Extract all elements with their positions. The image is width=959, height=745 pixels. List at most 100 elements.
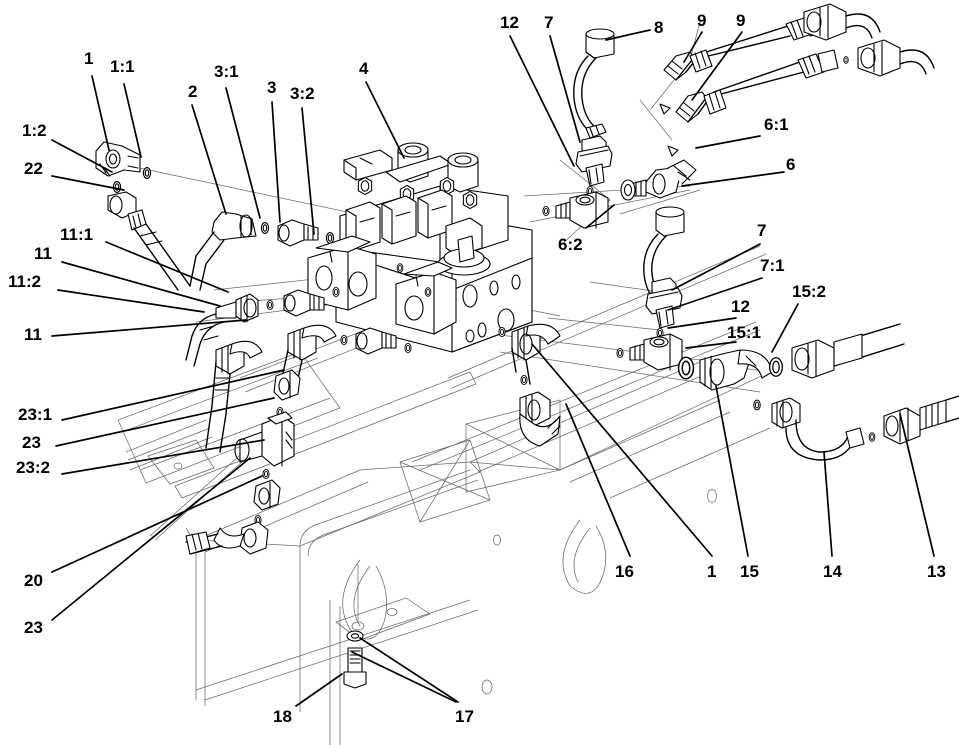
callout-label-9-b: 9: [736, 11, 746, 30]
callout-label-14: 14: [823, 562, 842, 581]
connector-cap-icon: [573, 28, 615, 139]
o-ring-icon: [262, 468, 270, 480]
elbow-fitting-icon: [699, 349, 773, 391]
o-ring-icon: [753, 399, 761, 411]
o-ring-icon: [520, 374, 528, 386]
elbow-fitting-icon: [185, 521, 269, 555]
callout-label-15-1: 15:1: [727, 323, 762, 342]
callout-label-7-top: 7: [544, 13, 554, 32]
fitting-group-23: [185, 369, 301, 555]
elbow-fitting-icon: [185, 293, 259, 367]
o-ring-icon: [769, 357, 783, 377]
o-ring-icon: [112, 181, 122, 193]
o-ring-icon: [868, 432, 876, 442]
callout-label-17: 17: [455, 707, 474, 726]
o-ring-icon: [340, 334, 348, 346]
o-ring-icon: [404, 342, 412, 354]
elbow-fitting-icon: [205, 340, 263, 453]
callout-label-11-b: 11: [24, 325, 42, 344]
elbow-fitting-icon: [771, 397, 865, 461]
fitting-group-2-3: [189, 211, 335, 291]
callout-label-12-right: 12: [731, 297, 750, 316]
callout-label-3: 3: [267, 78, 277, 97]
callout-label-11-2: 11:2: [8, 272, 42, 291]
pressure-switch-assembly: [542, 28, 615, 229]
callout-label-23-2: 23:2: [16, 458, 51, 477]
pressure-switch-icon: [575, 135, 613, 187]
callout-label-6-2: 6:2: [558, 235, 583, 254]
left-hose-fitting-group: [95, 141, 191, 291]
elbow-fitting-icon: [519, 391, 561, 447]
valve-block-small-icon: [234, 411, 295, 467]
callout-label-20: 20: [24, 571, 43, 590]
o-ring-icon: [843, 56, 849, 64]
callout-label-15: 15: [740, 562, 759, 581]
elbow-fitting-icon: [281, 324, 337, 389]
o-ring-icon: [542, 205, 550, 217]
callout-label-18: 18: [273, 707, 292, 726]
o-ring-icon: [142, 167, 152, 179]
callout-label-23-1: 23:1: [18, 405, 53, 424]
straight-adapter-icon: [273, 369, 301, 401]
callout-label-13: 13: [927, 562, 946, 581]
o-ring-icon: [332, 286, 340, 298]
tee-fitting-icon: [629, 333, 683, 371]
hose-coupler-icon: [803, 3, 881, 41]
o-ring-icon: [396, 263, 404, 273]
o-ring-icon: [616, 347, 624, 359]
callout-label-1-1: 1:1: [110, 57, 135, 76]
elbow-fitting-group-15: [677, 323, 905, 391]
hose-group-9: [659, 3, 935, 157]
o-ring-icon: [498, 326, 506, 338]
straight-adapter-icon: [355, 327, 397, 355]
leader-lines: [51, 29, 935, 707]
callout-label-12-top: 12: [500, 13, 519, 32]
solenoid-coil-icon: [307, 235, 377, 311]
straight-adapter-icon: [253, 479, 281, 511]
callout-label-6: 6: [786, 155, 796, 174]
hose-group-14-13: [753, 395, 959, 461]
o-ring-icon: [266, 299, 274, 311]
fitting-group-11: [185, 286, 412, 453]
callout-label-7-1: 7:1: [760, 256, 785, 275]
hose-coupler-icon: [857, 39, 935, 77]
callout-label-11-1: 11:1: [60, 225, 94, 244]
callout-label-9-a: 9: [697, 11, 707, 30]
o-ring-icon: [424, 287, 432, 297]
callout-label-4: 4: [359, 59, 369, 78]
valve-stem-icon: [385, 142, 453, 183]
hose-coupler-icon: [883, 395, 959, 445]
callout-label-1: 1: [84, 49, 94, 68]
hose-coupler-icon: [791, 323, 905, 379]
valve-nut-icon: [462, 190, 478, 210]
hydraulic-hose-icon: [107, 191, 191, 291]
tee-fitting-icon: [555, 191, 609, 229]
elbow-group-centre-bottom: [498, 323, 561, 447]
straight-adapter-icon: [277, 219, 319, 247]
o-ring-icon: [260, 222, 270, 234]
callout-label-23-a: 23: [22, 433, 41, 452]
callout-label-16: 16: [615, 562, 634, 581]
callout-label-1-b: 1: [707, 562, 717, 581]
o-ring-icon: [677, 356, 695, 380]
pressure-switch-icon: [645, 277, 683, 329]
elbow-fitting-icon: [95, 141, 141, 177]
callout-label-2: 2: [188, 82, 198, 101]
straight-adapter-icon: [283, 289, 325, 317]
callout-label-1-2: 1:2: [22, 121, 47, 140]
elbow-fitting-icon: [511, 323, 561, 385]
solenoid-coil-icon: [395, 261, 457, 335]
callout-label-3-2: 3:2: [290, 84, 315, 103]
elbow-fitting-icon: [620, 159, 697, 201]
elbow-fitting-icon: [189, 211, 257, 291]
hydraulic-hose-icon: [675, 49, 839, 123]
callout-label-23-b: 23: [24, 618, 43, 637]
callout-label-6-1: 6:1: [764, 115, 789, 134]
callout-label-22: 22: [24, 159, 43, 178]
washer-icon: [346, 630, 364, 642]
callout-label-15-2: 15:2: [792, 282, 827, 301]
callout-label-7-right: 7: [757, 221, 767, 240]
o-ring-icon: [325, 232, 335, 244]
